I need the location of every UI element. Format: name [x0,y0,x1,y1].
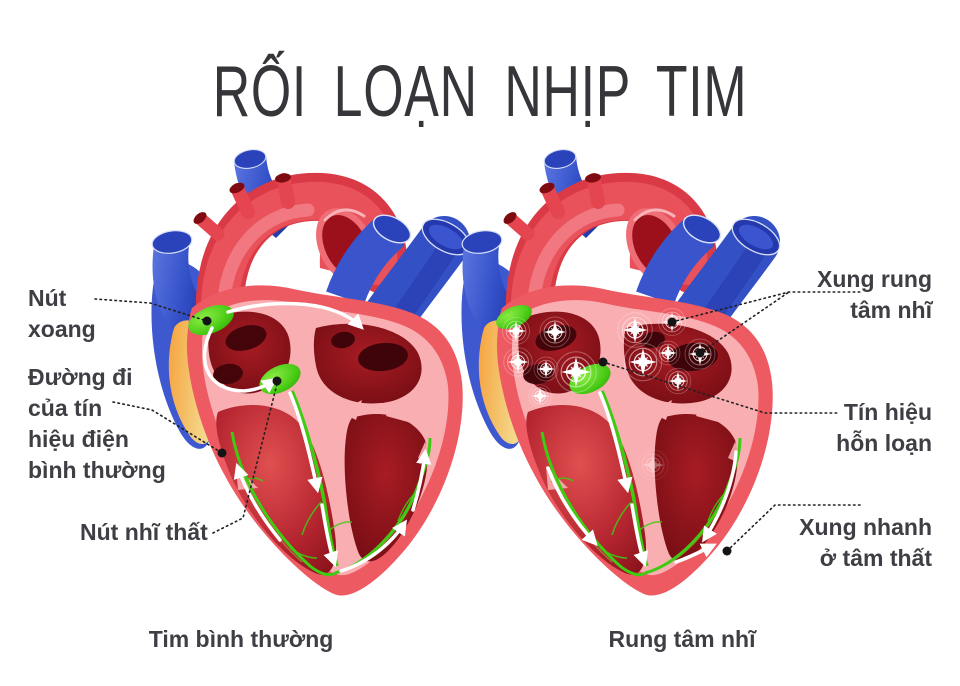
pointer-atrial-impulse-2 [699,291,790,354]
pointer-atrial-impulse-1 [671,291,861,323]
page-title: RỐI LOẠN NHỊP TIM [212,52,748,132]
pointer-signal-path [112,401,223,454]
rapid-signal-arrows [546,391,738,568]
pointer-lines [94,291,863,552]
label-av-node: Nút nhĩ thất [80,519,208,545]
pointer-ventricular-impulse [726,504,863,552]
pointer-chaotic-signal [602,361,839,414]
caption-fibrillation-heart: Rung tâm nhĩ [608,626,756,652]
label-sinus-node: Nút xoang [28,285,96,342]
fibrillation-heart-illustration [461,147,786,596]
label-signal-path: Đường đi của tín hiệu điện bình thường [28,364,166,483]
label-ventricular-impulse: Xung nhanh ở tâm thất [799,514,932,571]
caption-normal-heart: Tim bình thường [148,626,334,652]
label-chaotic-signal: Tín hiệu hỗn loạn [836,399,932,456]
pointer-av-node [212,383,278,534]
pointer-sinus-node [94,298,208,322]
label-atrial-impulse: Xung rung tâm nhĩ [817,266,932,323]
pointer-anchor-dots [202,316,732,556]
normal-signal-arrows [202,301,432,573]
